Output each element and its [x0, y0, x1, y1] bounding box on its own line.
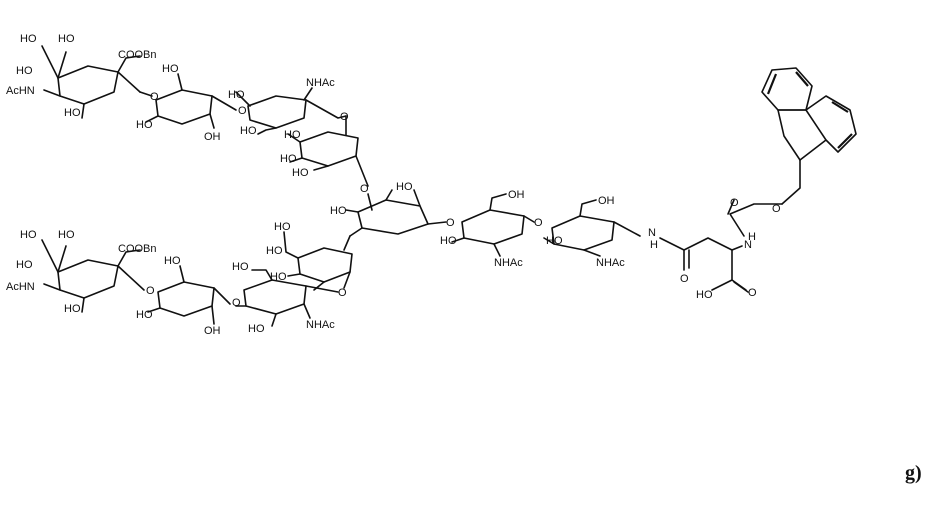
glc2-o-link-label: O	[232, 297, 241, 309]
glcnac-reducing-1: OH HO NHAc O	[440, 189, 543, 269]
panel-label: g)	[905, 462, 922, 484]
glcnac1-ho-label: HO	[440, 235, 457, 247]
sia1-ho-label: HO	[16, 65, 33, 77]
glcnac1-o-link-label: O	[534, 217, 543, 229]
fmoc-carbonyl-o-label: O	[730, 197, 739, 209]
glc1-ho-label: HO	[228, 89, 245, 101]
glcnac-top-branch: O HO HO NHAc	[211, 77, 347, 137]
sia2-coobn-label: COOBn	[118, 243, 157, 255]
gal1-ho-label: HO	[136, 119, 153, 131]
asparagine-fmoc: N H O N H HO O O O	[648, 159, 801, 301]
gal1-o-label: O	[150, 91, 159, 103]
glc1-ho2-label: HO	[240, 125, 257, 137]
gal2-o-link-label: O	[146, 285, 155, 297]
man2-o-link-label: O	[338, 287, 347, 299]
gal2-oh-bottom-label: OH	[204, 325, 221, 337]
sia1-oh-label-1: HO	[20, 33, 37, 45]
asn-acid-o-label: O	[748, 287, 757, 299]
sia1-ho-bottom-label: HO	[64, 107, 81, 119]
gal2-ho-label: HO	[136, 309, 153, 321]
glc1-nhac-label: NHAc	[306, 77, 335, 89]
man1-ho2-label: HO	[280, 153, 297, 165]
asn-nh-h-label: H	[748, 231, 756, 243]
sia1-oh-label-2: HO	[58, 33, 75, 45]
glcnac-bottom-branch: HO HO NHAc O	[232, 261, 339, 335]
glc2-ho-label: HO	[232, 261, 249, 273]
glcnac1-nhac-label: NHAc	[494, 257, 523, 269]
sia1-achn-label: AcHN	[6, 85, 35, 97]
glc1-o-label: O	[238, 105, 247, 117]
man1-o-label: O	[340, 111, 349, 123]
core-mannose: HO HO O	[330, 181, 455, 237]
mannose-bottom: HO HO HO O	[266, 221, 353, 299]
man1-ho1-label: HO	[284, 129, 301, 141]
core-ho-label: HO	[330, 205, 347, 217]
asn-n-label: N	[648, 227, 656, 239]
gal2-oh-top-label: HO	[164, 255, 181, 267]
fluorenyl-group	[761, 67, 857, 161]
mannose-top: O HO HO HO O	[280, 111, 369, 195]
asn-nh-label: N	[744, 239, 752, 251]
gal1-oh-bottom-label: OH	[204, 131, 221, 143]
core-o-label: O	[446, 217, 455, 229]
man2-ho1-label: HO	[274, 221, 291, 233]
core-ho2-label: HO	[396, 181, 413, 193]
sia2-oh-label-1: HO	[20, 229, 37, 241]
glcnac-reducing-2: OH HO NHAc	[543, 195, 641, 269]
sia2-achn-label: AcHN	[6, 281, 35, 293]
sia2-ho-label: HO	[16, 259, 33, 271]
asn-h-label: H	[650, 239, 658, 251]
glcnac2-ho-label: HO	[546, 235, 563, 247]
sia2-oh-label-2: HO	[58, 229, 75, 241]
sialic-acid-top: HO HO HO AcHN HO COOBn	[6, 33, 157, 119]
galactose-top: O HO HO OH	[136, 63, 221, 143]
fmoc-ester-o-label: O	[772, 203, 781, 215]
gal1-oh-top-label: HO	[162, 63, 179, 75]
man1-ho3-label: HO	[292, 167, 309, 179]
glc2-nhac-label: NHAc	[306, 319, 335, 331]
galactose-bottom: HO HO OH O	[136, 255, 231, 337]
glcnac1-oh-label: OH	[508, 189, 525, 201]
glc2-ho2-label: HO	[248, 323, 265, 335]
asn-ho-label: HO	[696, 289, 713, 301]
sia1-coobn-label: COOBn	[118, 49, 157, 61]
glcnac2-oh-label: OH	[598, 195, 615, 207]
glcnac2-nhac-label: NHAc	[596, 257, 625, 269]
man1-o-link-label: O	[360, 183, 369, 195]
man2-ho2-label: HO	[266, 245, 283, 257]
asn-carbonyl-o-label: O	[680, 273, 689, 285]
sialic-acid-bottom: HO HO HO AcHN HO COOBn	[6, 229, 157, 315]
sia2-ho-bottom-label: HO	[64, 303, 81, 315]
